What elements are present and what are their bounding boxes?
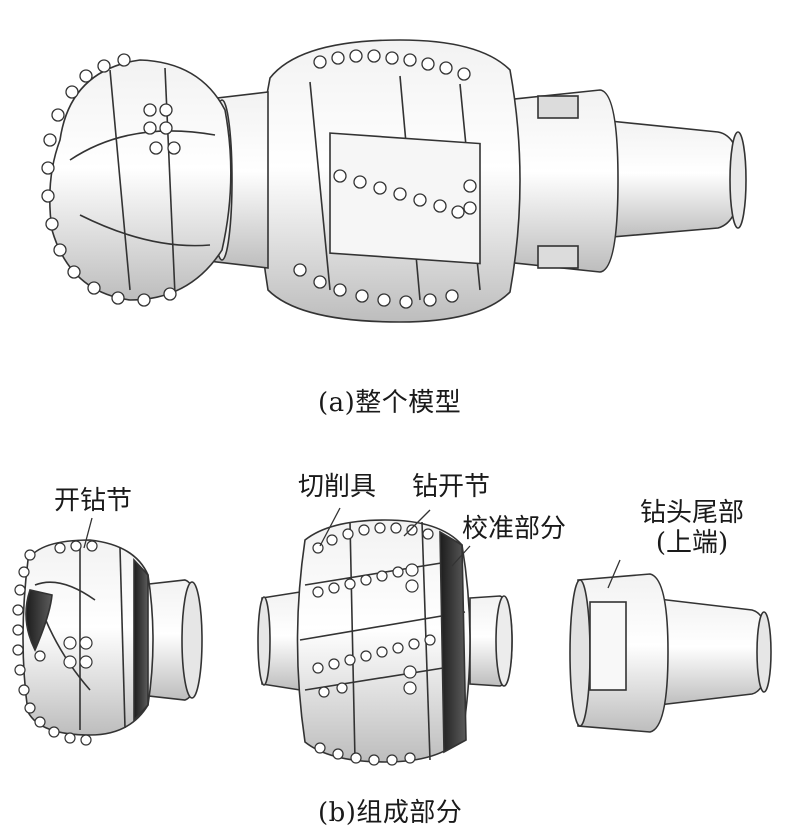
caption-b: (b)组成部分 (318, 798, 463, 828)
left-component-cutters (12, 540, 98, 746)
label-drill-section-left: 开钻节 (54, 486, 133, 516)
full-model (48, 39, 747, 323)
full-model-pin (599, 119, 741, 239)
label-calibration: 校准部分 (462, 514, 567, 544)
label-drill-section-mid: 钻开节 (412, 472, 491, 502)
middle-component-cutters (312, 522, 436, 766)
full-model-cutters (41, 49, 477, 309)
full-model-tail-shoulder (504, 89, 619, 273)
label-tail: 钻头尾部 (上端) (622, 498, 762, 558)
full-model-crown (48, 59, 232, 301)
label-tail-line2: (上端) (655, 528, 729, 558)
right-component (569, 573, 772, 733)
leader-lines (83, 507, 621, 589)
label-cutter: 切削具 (298, 472, 377, 502)
middle-component (257, 519, 513, 763)
left-component (22, 539, 203, 736)
caption-a: (a)整个模型 (318, 388, 462, 418)
label-tail-line1: 钻头尾部 (639, 498, 744, 528)
